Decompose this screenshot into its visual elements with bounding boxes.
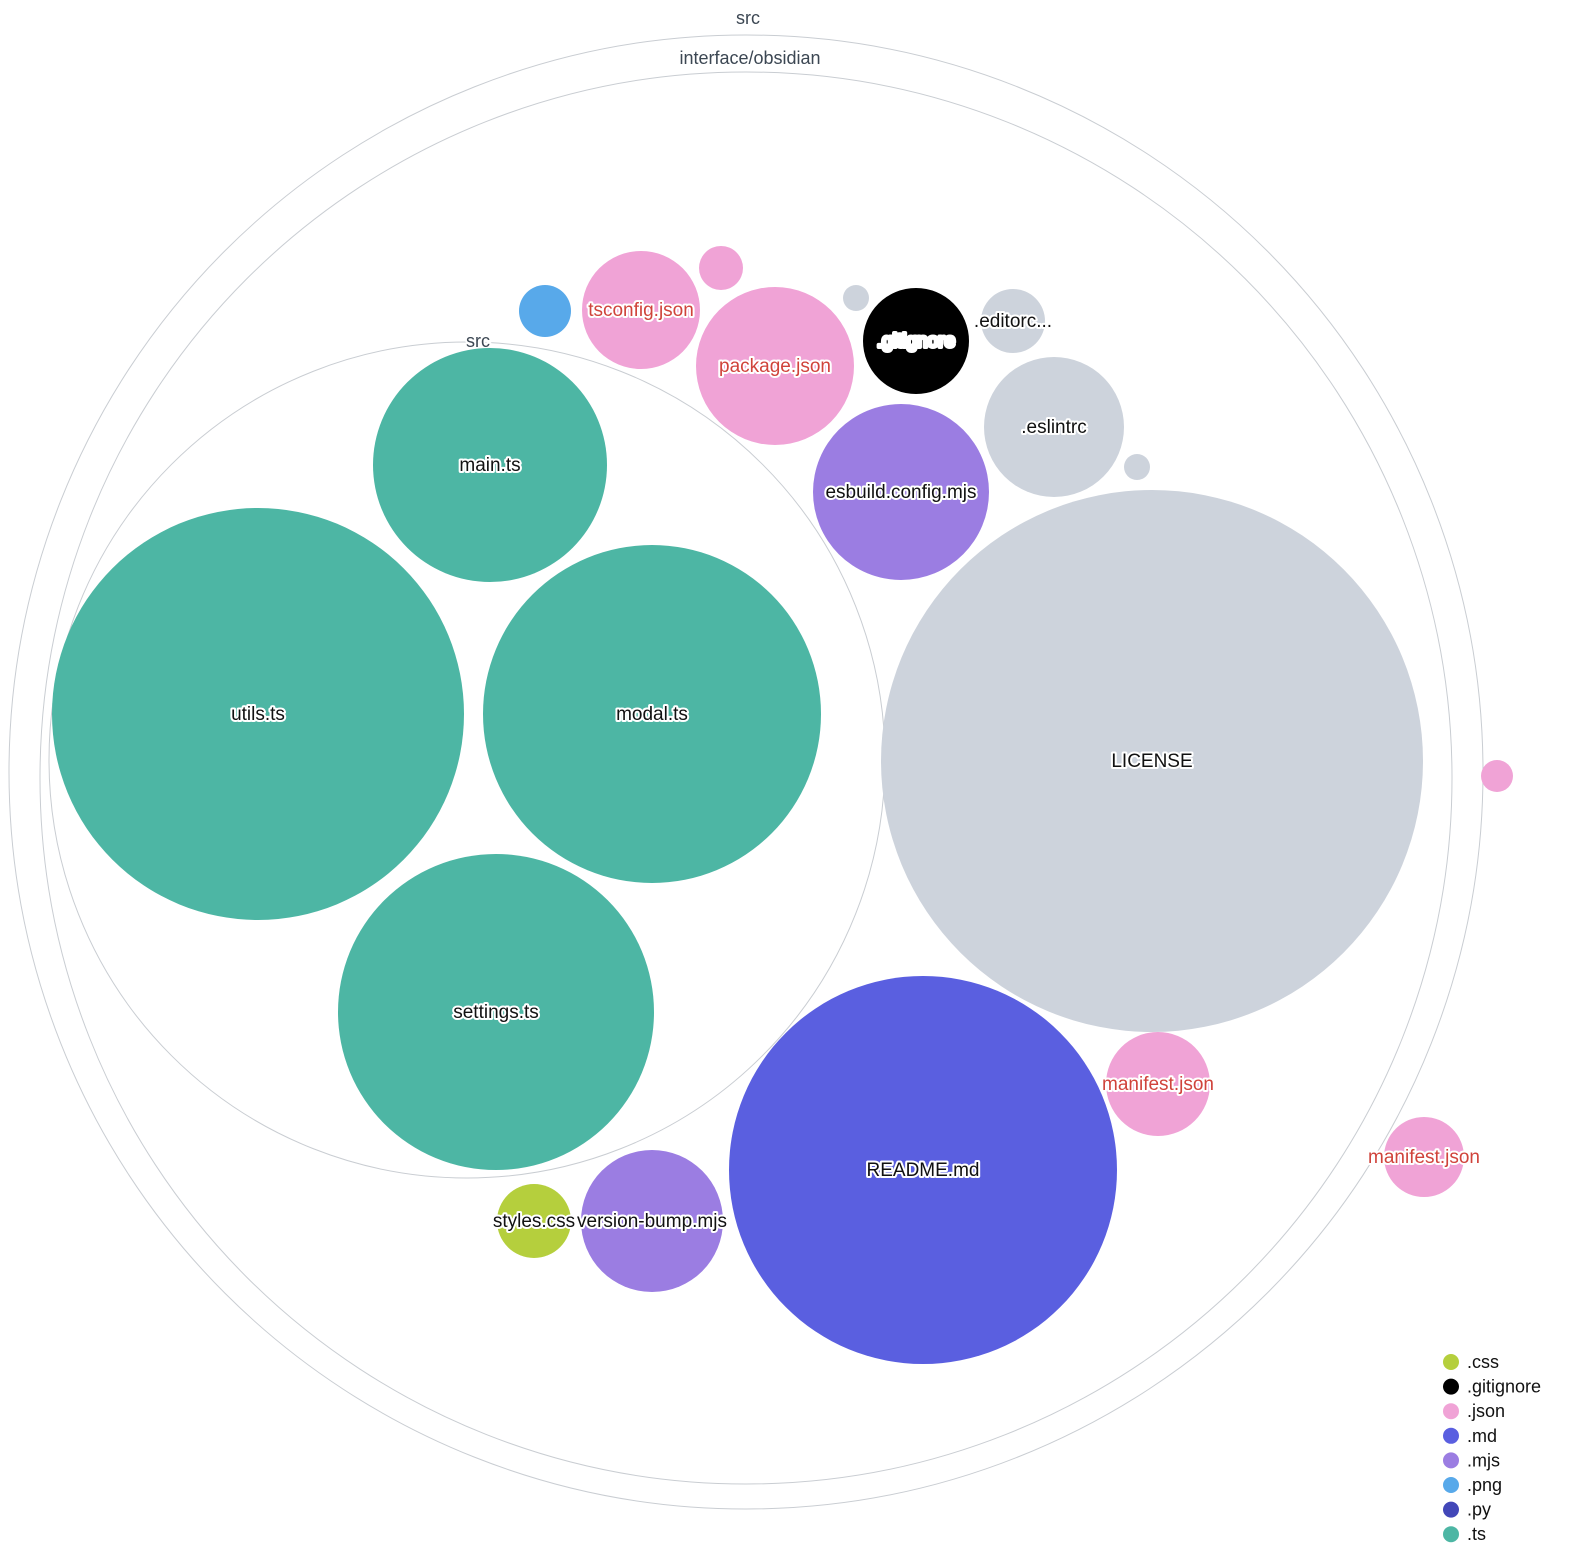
legend-swatch-css: [1443, 1354, 1459, 1370]
legend-item-py: .py: [1443, 1500, 1491, 1520]
file-bubble-editorconfig[interactable]: .editorc...: [972, 289, 1054, 353]
file-label-settings-ts: settings.ts: [453, 1002, 539, 1023]
file-bubble-shape-png-file[interactable]: [519, 285, 571, 337]
file-bubble-shape-settings-ts[interactable]: [338, 854, 654, 1170]
file-label-esbuild-config-mjs: esbuild.config.mjs: [825, 482, 976, 503]
file-bubble-shape-version-bump-mjs[interactable]: [581, 1150, 723, 1292]
file-bubble-small-gray-right[interactable]: [1124, 454, 1150, 480]
legend-item-md: .md: [1443, 1426, 1497, 1446]
file-bubble-modal-ts[interactable]: modal.ts: [483, 545, 821, 883]
file-bubble-manifest-json-outer[interactable]: manifest.json: [1366, 1117, 1482, 1197]
file-bubble-shape-editorconfig[interactable]: [981, 289, 1045, 353]
file-bubble-json-small-far-right[interactable]: [1481, 760, 1513, 792]
group-circle-shape-interface-obsidian[interactable]: [39, 71, 1453, 1485]
legend-swatch-ts: [1443, 1526, 1459, 1543]
file-bubble-small-json-top[interactable]: [699, 246, 743, 290]
file-bubble-shape-utils-ts[interactable]: [52, 508, 464, 920]
legend-swatch-gitignore: [1443, 1378, 1459, 1395]
file-bubble-tsconfig-json[interactable]: tsconfig.json: [582, 251, 700, 369]
file-bubble-shape-main-ts[interactable]: [373, 348, 607, 582]
file-bubble-shape-eslintrc[interactable]: [984, 357, 1124, 497]
file-bubble-license[interactable]: LICENSE: [881, 490, 1423, 1032]
file-label-eslintrc: .eslintrc: [1021, 417, 1086, 438]
legend-swatch-png: [1443, 1477, 1459, 1493]
file-bubble-styles-css[interactable]: styles.css: [491, 1184, 577, 1258]
file-bubble-shape-small-json-top[interactable]: [699, 246, 743, 290]
file-bubble-shape-json-small-far-right[interactable]: [1481, 760, 1513, 792]
legend-label-md: .md: [1467, 1426, 1497, 1446]
file-bubble-readme-md[interactable]: README.md: [729, 976, 1117, 1364]
file-bubble-eslintrc[interactable]: .eslintrc: [984, 357, 1124, 497]
group-circle-interface-obsidian[interactable]: interface/obsidian: [39, 46, 1453, 1485]
legend-label-png: .png: [1467, 1475, 1502, 1495]
file-bubble-shape-small-gray-right[interactable]: [1124, 454, 1150, 480]
file-bubble-shape-manifest-json-inner[interactable]: [1106, 1032, 1210, 1136]
file-label-manifest-json-inner: manifest.json: [1102, 1074, 1214, 1095]
file-label-package-json: package.json: [719, 356, 831, 377]
file-label-license: LICENSE: [1111, 751, 1192, 772]
file-bubble-shape-small-gray-top[interactable]: [843, 285, 869, 311]
legend-label-gitignore: .gitignore: [1467, 1377, 1541, 1397]
file-label-editorconfig: .editorc...: [974, 311, 1052, 332]
file-bubble-package-json[interactable]: package.json: [696, 287, 854, 445]
file-bubble-shape-manifest-json-outer[interactable]: [1384, 1117, 1464, 1197]
file-bubble-gitignore[interactable]: .gitignore: [863, 288, 969, 394]
file-label-version-bump-mjs: version-bump.mjs: [577, 1211, 727, 1232]
file-label-main-ts: main.ts: [459, 455, 520, 476]
file-bubble-esbuild-config-mjs[interactable]: esbuild.config.mjs: [813, 404, 989, 580]
legend-item-png: .png: [1443, 1475, 1502, 1495]
legend-item-mjs: .mjs: [1443, 1450, 1500, 1470]
legend-label-json: .json: [1467, 1401, 1505, 1421]
group-label-dir-src: src: [466, 331, 490, 351]
file-bubble-manifest-json-inner[interactable]: manifest.json: [1100, 1032, 1216, 1136]
file-bubble-small-gray-top[interactable]: [843, 285, 869, 311]
legend-label-py: .py: [1467, 1500, 1491, 1520]
file-bubble-png-file[interactable]: [519, 285, 571, 337]
file-label-modal-ts: modal.ts: [616, 704, 688, 725]
file-bubble-shape-tsconfig-json[interactable]: [582, 251, 700, 369]
file-bubble-shape-readme-md[interactable]: [729, 976, 1117, 1364]
file-label-utils-ts: utils.ts: [231, 704, 285, 725]
file-bubble-shape-package-json[interactable]: [696, 287, 854, 445]
legend-item-ts: .ts: [1443, 1524, 1486, 1544]
legend-label-mjs: .mjs: [1467, 1450, 1500, 1470]
file-bubble-utils-ts[interactable]: utils.ts: [52, 508, 464, 920]
legend-swatch-json: [1443, 1403, 1459, 1420]
file-bubble-shape-styles-css[interactable]: [497, 1184, 571, 1258]
file-label-readme-md: README.md: [867, 1160, 980, 1181]
file-bubble-shape-modal-ts[interactable]: [483, 545, 821, 883]
legend: .css .gitignore .json .md .mjs .png .py .ts: [1443, 1352, 1541, 1544]
group-label-interface-obsidian: interface/obsidian: [679, 48, 820, 68]
legend-swatch-py: [1443, 1501, 1459, 1518]
file-bubble-settings-ts[interactable]: settings.ts: [338, 854, 654, 1170]
legend-label-css: .css: [1467, 1352, 1499, 1372]
legend-swatch-md: [1443, 1427, 1459, 1444]
file-label-gitignore: .gitignore: [877, 331, 955, 352]
file-bubble-version-bump-mjs[interactable]: version-bump.mjs: [575, 1150, 729, 1292]
group-label-root-src: src: [736, 8, 760, 28]
legend-item-json: .json: [1443, 1401, 1505, 1421]
file-label-tsconfig-json: tsconfig.json: [588, 300, 694, 321]
legend-item-css: .css: [1443, 1352, 1499, 1372]
file-label-styles-css: styles.css: [493, 1211, 575, 1232]
file-bubble-shape-gitignore[interactable]: [863, 288, 969, 394]
legend-label-ts: .ts: [1467, 1524, 1486, 1544]
file-bubble-shape-esbuild-config-mjs[interactable]: [813, 404, 989, 580]
legend-swatch-mjs: [1443, 1452, 1459, 1469]
file-bubble-main-ts[interactable]: main.ts: [373, 348, 607, 582]
legend-item-gitignore: .gitignore: [1443, 1377, 1541, 1397]
file-label-manifest-json-outer: manifest.json: [1368, 1147, 1480, 1168]
file-bubble-shape-license[interactable]: [881, 490, 1423, 1032]
